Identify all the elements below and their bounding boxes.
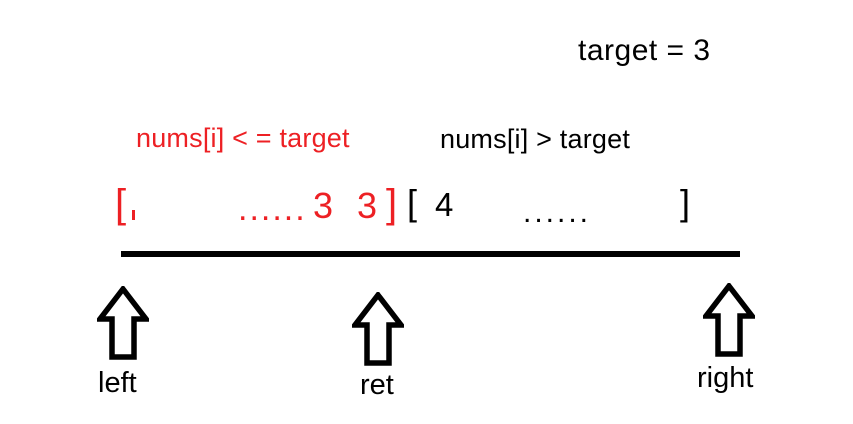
black-open-bracket: [: [407, 182, 418, 223]
up-arrow-icon: [703, 283, 755, 359]
pointer-label-ret: ret: [360, 369, 394, 401]
red-tick-artifact: [132, 210, 135, 220]
pointer-label-right: right: [697, 362, 754, 394]
target-annotation: target = 3: [578, 34, 711, 67]
condition-label-left-region: nums[i] < = target: [136, 123, 350, 153]
up-arrow-icon: [352, 292, 404, 368]
condition-label-right-region: nums[i] > target: [440, 124, 631, 154]
pointer-label-left: left: [98, 367, 137, 399]
red-value-2: 3: [357, 185, 378, 226]
red-close-bracket: ]: [386, 182, 398, 226]
black-ellipsis: ......: [523, 196, 592, 229]
black-value-1: 4: [435, 186, 454, 223]
black-close-bracket: ]: [680, 182, 691, 223]
red-ellipsis: ......: [238, 190, 307, 228]
red-open-bracket: [: [115, 182, 127, 226]
up-arrow-icon: [97, 286, 149, 362]
array-baseline-rule: [121, 251, 740, 257]
red-value-1: 3: [313, 185, 334, 226]
